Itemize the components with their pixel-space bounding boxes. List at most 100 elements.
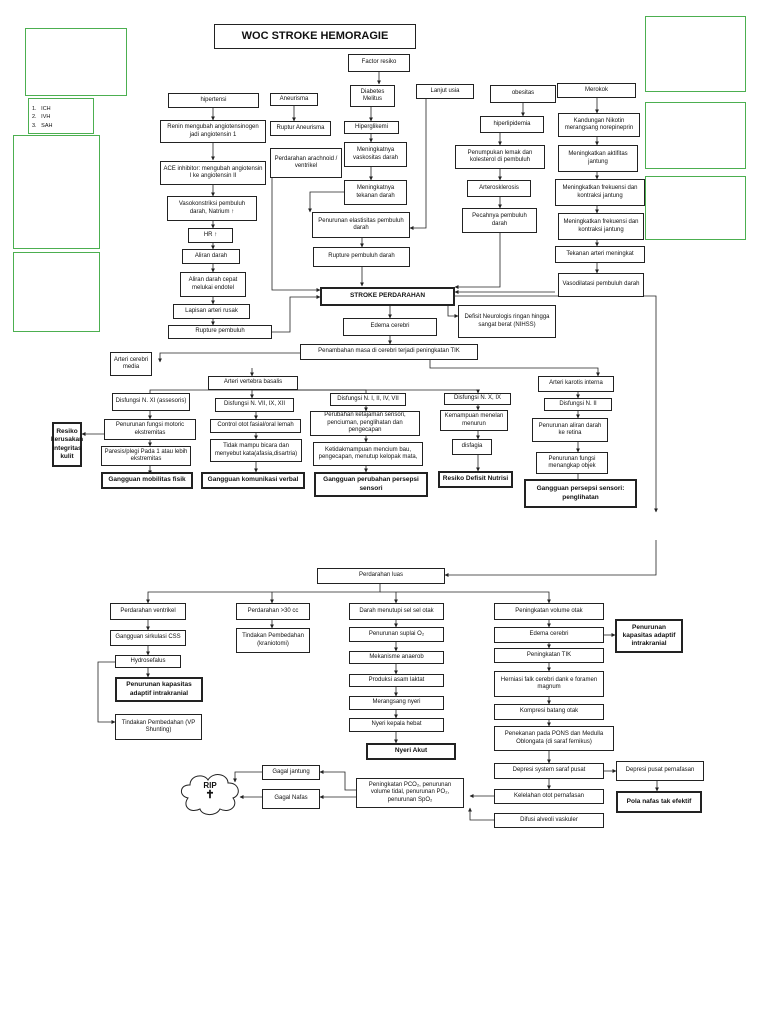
node-lapisan: Lapisan arteri rusak <box>173 304 250 319</box>
diagnosis-penglihatan: Gangguan persepsi sensori: penglihatan <box>524 479 637 508</box>
note-box <box>645 176 746 240</box>
node-rupture2: Rupture pembuluh darah <box>313 247 410 267</box>
node-volume-otak: Peningkatan volume otak <box>494 603 604 620</box>
diagnosis-kapasitas-1: Penurunan kapasitas adaptif intrakranial <box>615 619 683 653</box>
node-kelelahan: Kelelahan otot pernafasan <box>494 789 604 804</box>
node-vp-shunting: Tindakan Pembedahan (VP Shunting) <box>115 714 202 740</box>
node-suplai: Penurunan suplai O₂ <box>349 627 444 642</box>
node-depresi-saraf: Depresi system saraf pusat <box>494 763 604 779</box>
node-penekanan: Penekanan pada PONS dan Medulla Oblongat… <box>494 726 614 751</box>
node-sirkulasi: Gangguan sirkulasi CSS <box>110 630 186 646</box>
node-kemampuan: Kemampuan menelan menurun <box>440 410 508 431</box>
node-hidrosefalus: Hydrosefalus <box>115 655 181 668</box>
node-darah-menutupi: Darah menutupi sel sel otak <box>349 603 444 620</box>
node-hr: HR ↑ <box>188 228 233 243</box>
node-frekuensi2: Meningkatkan frekuensi dan kontraksi jan… <box>558 213 644 240</box>
note-box <box>13 252 100 332</box>
node-arteri-karotis: Arteri karotis interna <box>538 376 614 392</box>
rip-label: RIP ✝ <box>203 781 217 801</box>
node-hiperglikemi: Hiperglikemi <box>344 121 399 134</box>
diagnosis-komunikasi: Gangguan komunikasi verbal <box>201 472 305 489</box>
note-box <box>25 28 127 96</box>
node-kompresi: Kompresi batang otak <box>494 704 604 720</box>
rip-cloud <box>181 774 239 816</box>
legend-list: 1. ICH 2. IVH 3. SAH <box>32 105 52 130</box>
node-fungsi-objek: Penurunan fungsi menangkap objek <box>536 452 608 474</box>
node-herniasi: Herniasi falk cerebri dank e foramen mag… <box>494 671 604 697</box>
node-edema2: Edema cerebri <box>494 627 604 643</box>
node-merokok: Merokok <box>557 83 636 98</box>
diagnosis-nafas: Pola nafas tak efektif <box>616 791 702 813</box>
node-nyeri-hebat: Nyeri kepala hebat <box>349 718 444 732</box>
node-ruptur-aneurisma: Ruptur Aneurisma <box>270 121 331 136</box>
legend-item: 1. ICH <box>32 106 51 112</box>
node-tidak-mampu: Tidak mampu bicara dan menyebut kata(afa… <box>210 439 302 462</box>
node-lanjut-usia: Lanjut usia <box>416 84 474 99</box>
node-difusi: Difusi alveoli vaskuler <box>494 813 604 828</box>
note-box <box>645 16 746 92</box>
node-dis-xi: Disfungsi N. XI (assesoris) <box>112 393 190 411</box>
node-aliran-retina: Penurunan aliran darah ke retina <box>532 418 608 442</box>
node-perd-30: Perdarahan >30 cc <box>236 603 310 620</box>
node-diabetes: Diabetes Melitus <box>350 85 395 107</box>
node-vaso: Vasokonstriksi pembuluh darah, Natrium ↑ <box>167 196 257 221</box>
diagnosis-kapasitas-2: Penurunan kapasitas adaptif intrakranial <box>115 677 203 702</box>
node-aneurisma: Aneurisma <box>270 93 318 106</box>
node-control: Control otot fasial/oral lemah <box>210 419 301 433</box>
node-rupture1: Rupture pembuluh <box>168 325 272 339</box>
node-frekuensi1: Meningkatkan frekuensi dan kontraksi jan… <box>555 179 645 206</box>
legend-box <box>28 98 94 134</box>
node-merangsang: Merangsang nyeri <box>349 696 444 710</box>
node-obesitas: obesitas <box>490 85 556 103</box>
node-renin: Renin mengubah angiotensinogen jadi angi… <box>160 120 266 143</box>
node-kraniotomi: Tindakan Pembedahan (kraniotomi) <box>236 628 310 653</box>
node-vasodilatasi: Vasodilatasi pembuluh darah <box>558 273 644 297</box>
node-aliran-cepat: Aliran darah cepat melukai endotel <box>180 272 246 297</box>
node-edema1: Edema cerebri <box>343 318 437 336</box>
node-penambahan: Penambahan masa di cerebri terjadi penin… <box>300 344 478 360</box>
node-pecahnya: Pecahnya pembuluh darah <box>462 208 537 233</box>
diagnosis-nutrisi: Resiko Defisit Nutrisi <box>438 471 513 488</box>
node-ace: ACE inhibitor: mengubah angiotensin I ke… <box>160 161 266 185</box>
node-nikotin: Kandungan Nikotin merangsang norepinepri… <box>558 113 640 137</box>
node-dis-vii: Disfungsi N. VII, IX, XII <box>215 398 294 412</box>
node-dis-i: Disfungsi N. I, II, IV, VII <box>330 393 406 406</box>
node-dis-ii: Disfungsi N. II <box>544 398 612 411</box>
diagnosis-mobilitas: Gangguan mobilitas fisik <box>101 472 193 489</box>
node-hiperlipidemia: hiperlipidemia <box>480 116 544 133</box>
node-perdarahan-luas: Perdarahan luas <box>317 568 445 584</box>
diagnosis-nyeri: Nyeri Akut <box>366 743 456 760</box>
node-stroke: STROKE PERDARAHAN <box>320 287 455 306</box>
legend-item: 2. IVH <box>32 114 51 121</box>
node-ketidakmampuan: Ketidakmampuan mencium bau, pengecapan, … <box>313 442 423 466</box>
node-arteri-media: Arteri cerebri media <box>110 352 152 376</box>
node-tekanan: Meningkatnya tekanan darah <box>344 180 407 205</box>
node-arterosklerosis: Arterosklerosis <box>467 180 531 197</box>
node-viskositas: Meningkatnya vaskositas darah <box>344 142 407 167</box>
node-ketajaman: Perubahan ketajaman sensori, penciuman, … <box>310 411 420 436</box>
diagram-title: WOC STROKE HEMORAGIE <box>214 24 416 49</box>
node-factor: Factor resiko <box>348 54 410 72</box>
node-gagal-nafas: Gagal Nafas <box>262 789 320 809</box>
node-tekanan-arteri: Tekanan arteri meningkat <box>555 246 645 263</box>
diagnosis-sensori: Gangguan perubahan persepsi sensori <box>314 472 428 497</box>
node-depresi-pusat: Depresi pusat pernafasan <box>616 761 704 781</box>
node-hipertensi: hipertensi <box>168 93 259 108</box>
node-anaerob: Mekanisme anaerob <box>349 651 444 664</box>
note-box <box>13 135 100 249</box>
node-parese: Paresis/plegi Pada 1 atau lebih ekstremi… <box>101 446 191 466</box>
note-box <box>645 102 746 169</box>
node-perdarahan-arachnoid: Perdarahan arachnoid / ventrikel <box>270 148 342 178</box>
node-tik: Peningkatan TIK <box>494 648 604 663</box>
node-aktifitas: Meningkatkan aktifitas jantung <box>558 145 638 172</box>
node-laktat: Produksi asam laktat <box>349 674 444 687</box>
node-disfagia: disfagia <box>452 439 492 455</box>
node-dis-x: Disfungsi N. X, IX <box>444 393 511 405</box>
node-gagal-jantung: Gagal jantung <box>262 765 320 780</box>
node-defisit: Defisit Neurologis ringan hingga sangat … <box>458 305 556 338</box>
diagnosis-kulit: Resiko kerusakan integritas kulit <box>51 422 83 467</box>
node-penumpukan: Penumpukan lemak dan kolesterol di pembu… <box>455 145 545 169</box>
legend-item: 3. SAH <box>32 122 53 129</box>
node-aliran: Aliran darah <box>182 249 240 264</box>
node-elastisitas: Penurunan elastisitas pembuluh darah <box>312 212 410 238</box>
